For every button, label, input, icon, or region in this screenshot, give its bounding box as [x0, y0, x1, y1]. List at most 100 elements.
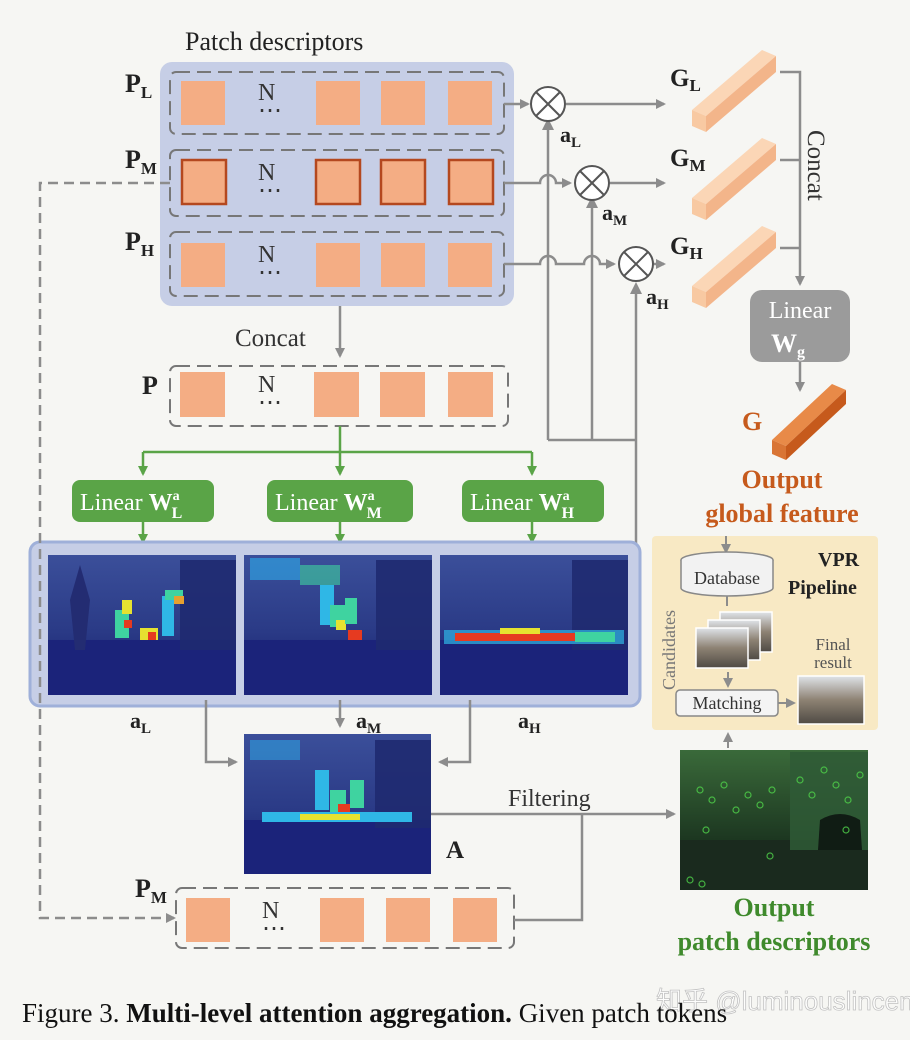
global-feature-bar-gm — [692, 138, 776, 220]
caption-bold: Multi-level attention aggregation. — [126, 998, 512, 1028]
svg-text:PH: PH — [125, 227, 154, 260]
final-result-image — [797, 675, 865, 725]
concat-vertical-line — [780, 70, 805, 286]
patch-token — [448, 372, 493, 417]
patch-token — [314, 158, 362, 206]
concat-vertical-label: Concat — [802, 130, 829, 201]
svg-text:GL: GL — [670, 65, 701, 95]
heatmap-label-al: aL — [130, 708, 151, 737]
patch-token — [381, 81, 425, 125]
output-patch-line2: patch descriptors — [678, 927, 871, 956]
pm-skip-connection — [38, 181, 176, 923]
row-pl-frame — [169, 71, 505, 135]
green-branch — [138, 426, 537, 476]
ellipsis: ⋯ — [258, 178, 282, 204]
svg-text:Linear WaL: Linear WaL — [80, 489, 182, 522]
row-p-label: P — [142, 371, 158, 400]
output-patch-image — [680, 750, 868, 890]
heatmap-label-ah: aH — [518, 708, 541, 737]
weight-label-am: aM — [602, 200, 627, 229]
database-label: Database — [694, 568, 760, 588]
n-label: N — [258, 242, 275, 268]
final-line1: Final — [816, 635, 851, 654]
candidate-images — [695, 611, 773, 669]
ellipsis: ⋯ — [258, 98, 282, 124]
svg-text:aM: aM — [356, 708, 381, 737]
database-icon — [680, 551, 774, 597]
row-pm-bottom-label: PM — [135, 874, 167, 907]
weight-label-al: aL — [560, 122, 581, 151]
patch-token — [181, 81, 225, 125]
patch-token — [380, 372, 425, 417]
multiply-node-h — [618, 246, 654, 282]
n-label: N — [262, 898, 279, 924]
patch-token — [180, 372, 225, 417]
weight-label-ah: aH — [646, 284, 669, 313]
svg-text:aH: aH — [646, 284, 669, 313]
combine-arrows — [204, 700, 472, 767]
svg-text:aM: aM — [602, 200, 627, 229]
row-pm-label: PM — [125, 145, 157, 178]
svg-text:PM: PM — [125, 145, 157, 178]
patch-token — [316, 243, 360, 287]
row-ph-label: PH — [125, 227, 154, 260]
patch-token — [379, 158, 427, 206]
filtering-label: Filtering — [508, 786, 591, 812]
combined-attention-map — [244, 734, 431, 874]
svg-text:Linear WaM: Linear WaM — [275, 489, 382, 522]
multiply-node-m — [574, 165, 610, 201]
heatmap-ah — [440, 555, 628, 695]
arrow-head — [586, 196, 598, 208]
n-label: N — [258, 160, 275, 186]
patch-token — [181, 243, 225, 287]
watermark: 知乎 @luminouslincent — [656, 986, 910, 1016]
n-label: N — [258, 80, 275, 106]
patch-token — [453, 898, 497, 942]
vpr-title1: VPR — [818, 549, 860, 571]
svg-text:aL: aL — [130, 708, 151, 737]
row-pl-label: PL — [125, 69, 152, 102]
ellipsis: ⋯ — [258, 260, 282, 286]
final-line2: result — [814, 653, 852, 672]
caption-prefix: Figure 3. — [22, 998, 127, 1028]
candidates-label: Candidates — [659, 610, 679, 690]
patch-token — [448, 81, 492, 125]
patch-token — [316, 81, 360, 125]
multiply-node-l — [530, 86, 566, 122]
patch-token — [186, 898, 230, 942]
linear-wg-box: Linear Wg — [750, 290, 850, 362]
global-feature-bar-gl — [692, 50, 776, 132]
output-global-bar — [772, 384, 846, 460]
multiply-routes — [504, 99, 666, 269]
patch-token — [381, 243, 425, 287]
patch-token — [386, 898, 430, 942]
patch-token — [314, 372, 359, 417]
arrow-head — [630, 282, 642, 294]
patch-descriptors-title: Patch descriptors — [185, 27, 363, 56]
vpr-title2: Pipeline — [788, 577, 857, 599]
global-label-gm: GM — [670, 145, 706, 175]
svg-text:PL: PL — [125, 69, 152, 102]
global-label-gl: GL — [670, 65, 701, 95]
heatmap-am — [244, 555, 432, 695]
patch-token — [320, 898, 364, 942]
output-patch-line1: Output — [734, 893, 815, 922]
output-g-label: G — [742, 407, 762, 436]
caption-rest: Given patch tokens — [511, 998, 728, 1028]
figure-caption: Figure 3. Multi-level attention aggregat… — [22, 998, 902, 1029]
svg-text:GM: GM — [670, 145, 706, 175]
svg-text:Wg: Wg — [771, 329, 805, 361]
patch-token — [447, 158, 495, 206]
patch-token — [448, 243, 492, 287]
n-label: N — [258, 372, 275, 398]
heatmap-al — [48, 555, 236, 695]
arrow-head — [542, 118, 554, 130]
svg-text:PM: PM — [135, 874, 167, 907]
bottom-to-filter-line — [514, 814, 584, 922]
svg-text:Linear: Linear — [769, 298, 832, 324]
output-global-line2: global feature — [705, 499, 858, 528]
svg-text:aH: aH — [518, 708, 541, 737]
